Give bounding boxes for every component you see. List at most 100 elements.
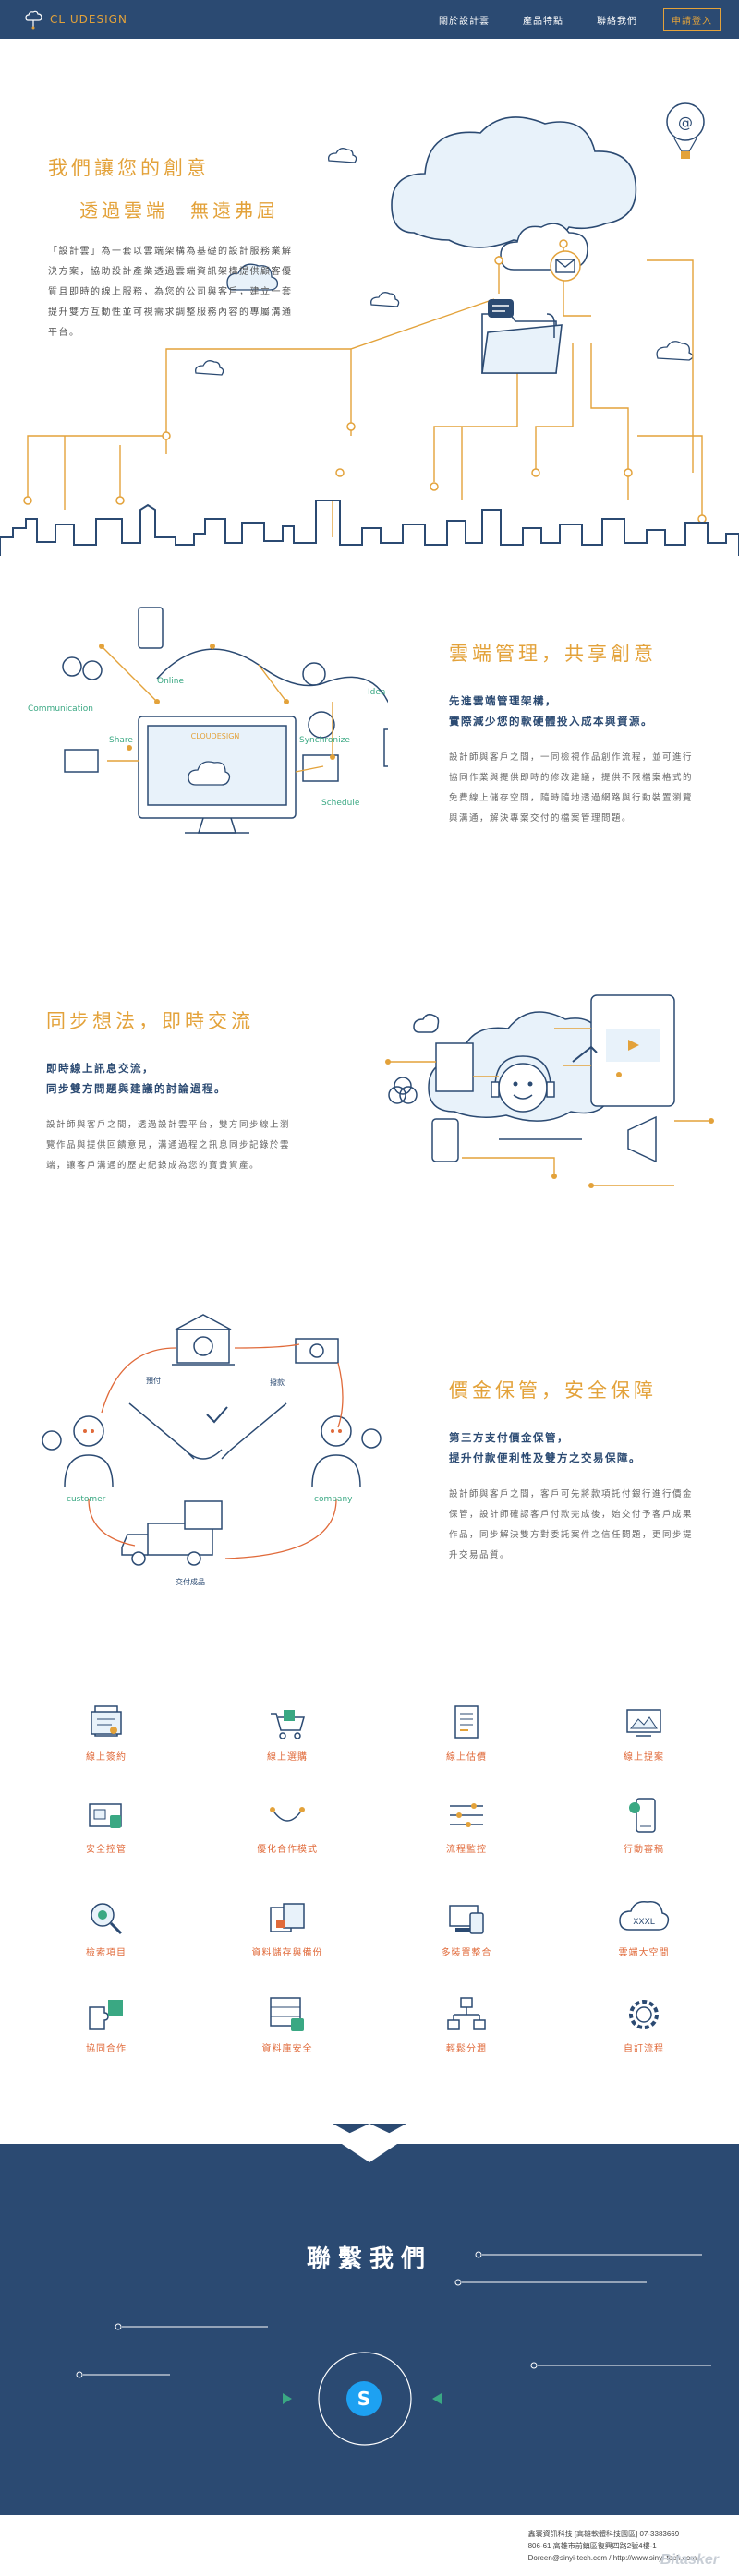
hero-illustration: @ xyxy=(0,102,739,556)
footer: 鑫寰資訊科技 [高雄軟體科技園區] 07-3383669 806-61 高雄市前… xyxy=(0,2515,739,2576)
label-customer: customer xyxy=(67,1495,106,1504)
footer-company: 鑫寰資訊科技 [高雄軟體科技園區] 07-3383669 xyxy=(527,2530,680,2538)
nav-link-features[interactable]: 產品特點 xyxy=(523,16,563,27)
section3-subtitle-line1: 第三方支付價金保管， xyxy=(449,1431,569,1444)
chat-bubble-icon xyxy=(488,299,514,318)
nav-link-contact[interactable]: 聯絡我們 xyxy=(597,16,637,27)
feature-label: 資料儲存與備份 xyxy=(251,1948,323,1958)
feature-label: 多裝置整合 xyxy=(441,1948,492,1958)
hero-title-line1: 我們讓您的創意 xyxy=(48,157,210,179)
feature-label: 協同合作 xyxy=(86,2044,127,2054)
svg-text:XXXL: XXXL xyxy=(633,1918,655,1927)
label-synchronize: Synchronize xyxy=(299,736,350,745)
label-schedule: Schedule xyxy=(321,799,360,808)
hero-section: @ xyxy=(0,39,739,556)
section2-subtitle-line1: 即時線上訊息交流， xyxy=(46,1062,154,1075)
contact-decoration xyxy=(76,2124,711,2446)
feature-label: 行動審稿 xyxy=(624,1845,664,1855)
skype-icon: S xyxy=(357,2388,371,2410)
section2-description: 設計師與客戶之間，透過設計雲平台，雙方同步線上瀏覽作品與提供回饋意見，溝通過程之… xyxy=(46,1120,291,1171)
small-cloud-icon xyxy=(328,148,357,163)
feature-cloud-space[interactable]: XXXL 雲端大空間 xyxy=(584,1898,704,1972)
small-cloud-icon xyxy=(656,341,694,361)
feature-online-quote[interactable]: 線上估價 xyxy=(406,1703,527,1776)
svg-text:@: @ xyxy=(678,114,693,131)
contact-section: 聯繫我們 S xyxy=(0,2124,739,2515)
folder-icon xyxy=(481,313,563,374)
devices-icon xyxy=(449,1905,484,1934)
feature-label: 安全控管 xyxy=(86,1845,127,1855)
top-navbar: CL UDESIGN 關於設計雲 產品特點 聯絡我們 申請登入 xyxy=(0,0,739,39)
feature-online-proposal[interactable]: 線上提案 xyxy=(584,1703,704,1776)
mobile-review-icon xyxy=(629,1798,656,1833)
cooperation-icon xyxy=(270,1807,305,1822)
hero-description: 「設計雲」為一套以雲端架構為基礎的設計服務業解決方案，協助設計產業透過雲端資訊架… xyxy=(48,247,293,338)
database-security-icon xyxy=(270,1997,304,2031)
feature-label: 線上估價 xyxy=(446,1752,487,1763)
feature-online-purchase[interactable]: 線上選購 xyxy=(227,1703,347,1776)
label-idea: Idea xyxy=(368,688,385,697)
search-icon xyxy=(91,1903,123,1935)
feature-label: 流程監控 xyxy=(446,1845,487,1855)
section2-title: 同步想法，即時交流 xyxy=(46,1010,254,1032)
feature-icon-grid: 線上簽約 線上選購 線上估價 線上提案 安全控管 優化合作模式 流程監控 行動審… xyxy=(0,1680,739,2087)
section-escrow: 預付 撥款 customer company 交付成品 價金保管，安全保障 第三… xyxy=(0,1293,739,1607)
proposal-icon xyxy=(626,1709,661,1737)
section2-subtitle-line2: 同步雙方問題與建議的討論過程。 xyxy=(46,1082,226,1095)
section1-description: 設計師與客戶之間，一同檢視作品創作流程，並可進行協同作業與提供即時的修改建議，提… xyxy=(449,752,694,824)
feature-custom-flow[interactable]: 自訂流程 xyxy=(584,1994,704,2068)
logo-cloud-icon xyxy=(25,10,42,30)
communication-illustration xyxy=(385,994,714,1188)
cloud-space-icon: XXXL xyxy=(619,1900,670,1931)
feature-security[interactable]: 安全控管 xyxy=(46,1795,166,1869)
feature-label: 資料庫安全 xyxy=(261,2044,313,2054)
contact-title: 聯繫我們 xyxy=(306,2245,432,2273)
small-cloud-icon xyxy=(195,360,224,376)
section1-subtitle-line2: 實際減少您的軟硬體投入成本與資源。 xyxy=(449,715,653,728)
nav-link-about[interactable]: 關於設計雲 xyxy=(439,16,490,27)
logo[interactable]: CL UDESIGN xyxy=(24,7,127,31)
footer-contact-info: 鑫寰資訊科技 [高雄軟體科技園區] 07-3383669 806-61 高雄市前… xyxy=(528,2528,697,2564)
profit-share-icon xyxy=(447,1997,486,2030)
small-cloud-icon xyxy=(370,292,400,307)
feature-process-monitor[interactable]: 流程監控 xyxy=(406,1795,527,1869)
section1-title: 雲端管理，共享創意 xyxy=(449,643,657,665)
storage-icon xyxy=(270,1903,305,1932)
section1-subtitle-line1: 先進雲端管理架構， xyxy=(449,694,557,707)
footer-email-website[interactable]: Doreen@sinyi-tech.com / http://www.sinyi… xyxy=(527,2554,697,2562)
section3-title: 價金保管，安全保障 xyxy=(449,1379,657,1402)
feature-online-contract[interactable]: 線上簽約 xyxy=(46,1703,166,1776)
feature-label: 輕鬆分潤 xyxy=(446,2044,487,2054)
cart-icon xyxy=(271,1710,305,1739)
feature-optimize-cooperation[interactable]: 優化合作模式 xyxy=(227,1795,347,1869)
feature-mobile-review[interactable]: 行動審稿 xyxy=(584,1795,704,1869)
custom-flow-icon xyxy=(629,2000,659,2029)
cloudesign-label: CLOUDESIGN xyxy=(191,732,240,740)
contract-icon xyxy=(91,1705,122,1737)
feature-profit-share[interactable]: 輕鬆分潤 xyxy=(406,1994,527,2068)
label-communication: Communication xyxy=(28,704,93,714)
feature-collaboration[interactable]: 協同合作 xyxy=(46,1994,166,2068)
logo-text: CL UDESIGN xyxy=(50,13,127,26)
feature-database-security[interactable]: 資料庫安全 xyxy=(227,1994,347,2068)
feature-label: 雲端大空間 xyxy=(618,1948,670,1958)
feature-search[interactable]: 檢索項目 xyxy=(46,1898,166,1972)
feature-label: 優化合作模式 xyxy=(257,1845,318,1855)
feature-label: 線上簽約 xyxy=(86,1752,127,1763)
label-payout: 撥款 xyxy=(270,1378,285,1387)
monitor-icon xyxy=(450,1803,483,1827)
section3-description: 設計師與客戶之間，客戶可先將款項託付銀行進行價金保管，設計師確認客戶付款完成後，… xyxy=(449,1489,694,1560)
feature-storage-backup[interactable]: 資料儲存與備份 xyxy=(227,1898,347,1972)
feature-label: 自訂流程 xyxy=(624,2044,664,2054)
apply-login-button[interactable]: 申請登入 xyxy=(663,7,721,31)
section-cloud-management: CLOUDESIGN Online Idea Communication Sha… xyxy=(0,591,739,868)
skype-button[interactable]: S xyxy=(346,2381,382,2416)
watermark-logo: Bitasker xyxy=(660,2552,719,2568)
feature-multi-device[interactable]: 多裝置整合 xyxy=(406,1898,527,1972)
quote-icon xyxy=(454,1705,479,1739)
section-sync-ideas: 同步想法，即時交流 即時線上訊息交流， 同步雙方問題與建議的討論過程。 設計師與… xyxy=(0,960,739,1219)
feature-label: 檢索項目 xyxy=(86,1948,127,1958)
label-deliver: 交付成品 xyxy=(176,1577,205,1586)
mail-icon xyxy=(550,250,581,282)
section3-subtitle-line2: 提升付款便利性及雙方之交易保障。 xyxy=(449,1451,641,1464)
